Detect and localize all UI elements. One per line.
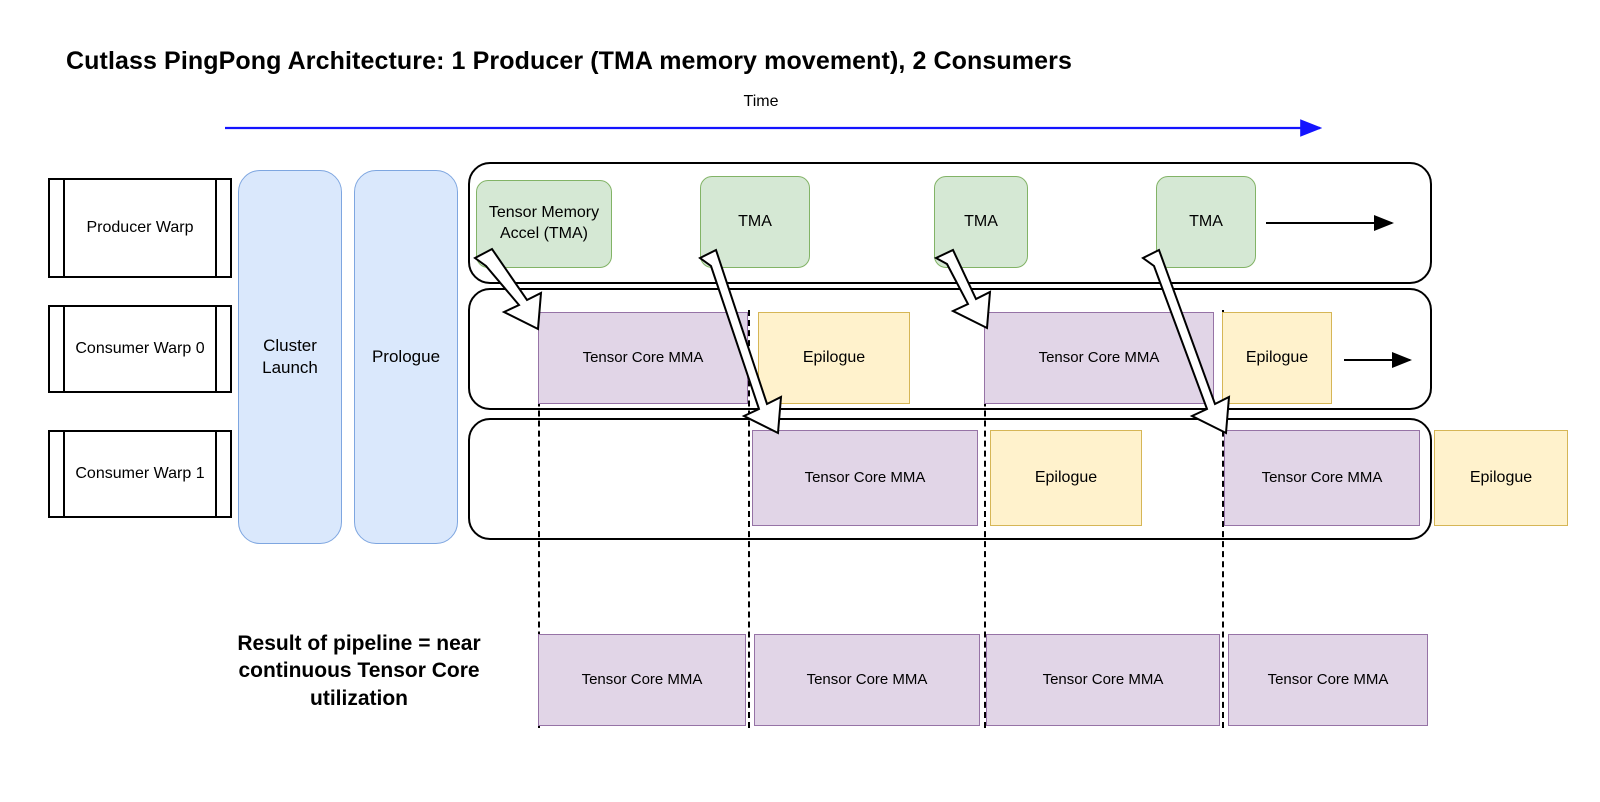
block-label: Tensor Core MMA: [1038, 349, 1160, 367]
warp-label-producer: Producer Warp: [48, 178, 232, 278]
consumer1-block-epilogue-0[interactable]: Epilogue: [990, 430, 1142, 526]
block-label: Tensor Core MMA: [1042, 671, 1164, 689]
block-label: Tensor Core MMA: [804, 469, 926, 487]
page-title: Cutlass PingPong Architecture: 1 Produce…: [66, 47, 1072, 75]
summary-block-mma-1[interactable]: Tensor Core MMA: [754, 634, 980, 726]
pipeline-guide-3: [984, 310, 986, 728]
summary-block-mma-3[interactable]: Tensor Core MMA: [1228, 634, 1428, 726]
stage-prologue[interactable]: Prologue: [354, 170, 458, 544]
pipeline-guide-2: [748, 310, 750, 728]
pipeline-result-caption: Result of pipeline = near continuous Ten…: [237, 632, 481, 710]
stage-label: Cluster Launch: [262, 335, 318, 377]
consumer1-block-mma-0[interactable]: Tensor Core MMA: [752, 430, 978, 526]
summary-block-mma-0[interactable]: Tensor Core MMA: [538, 634, 746, 726]
warp-label-text: Producer Warp: [86, 219, 194, 236]
block-label: Epilogue: [1034, 468, 1098, 486]
time-axis-arrow: [225, 119, 1323, 137]
summary-block-mma-2[interactable]: Tensor Core MMA: [986, 634, 1220, 726]
consumer1-block-epilogue-1[interactable]: Epilogue: [1434, 430, 1568, 526]
producer-block-tma-0[interactable]: Tensor Memory Accel (TMA): [476, 180, 612, 268]
consumer0-block-mma-0[interactable]: Tensor Core MMA: [538, 312, 748, 404]
consumer1-block-mma-1[interactable]: Tensor Core MMA: [1224, 430, 1420, 526]
producer-block-tma-1[interactable]: TMA: [700, 176, 810, 268]
block-label: Tensor Core MMA: [581, 671, 703, 689]
pipeline-guide-4: [1222, 310, 1224, 728]
block-label: Tensor Core MMA: [806, 671, 928, 689]
stage-cluster-launch[interactable]: Cluster Launch: [238, 170, 342, 544]
warp-label-text: Consumer Warp 0: [75, 340, 205, 357]
stage-label: Prologue: [371, 346, 441, 366]
block-label: Tensor Core MMA: [1267, 671, 1389, 689]
block-label: Tensor Core MMA: [1261, 469, 1383, 487]
pipeline-guide-1: [538, 310, 540, 728]
block-label: TMA: [964, 212, 998, 230]
block-label: TMA: [738, 212, 772, 230]
warp-label-text: Consumer Warp 1: [75, 465, 205, 482]
block-label: Tensor Memory Accel (TMA): [488, 204, 600, 242]
producer-block-tma-3[interactable]: TMA: [1156, 176, 1256, 268]
block-label: TMA: [1189, 212, 1223, 230]
consumer0-block-epilogue-1[interactable]: Epilogue: [1222, 312, 1332, 404]
block-label: Tensor Core MMA: [582, 349, 704, 367]
consumer0-lane-continuation-arrow: [1344, 352, 1412, 368]
time-axis-label: Time: [743, 93, 779, 110]
block-label: Epilogue: [1245, 348, 1309, 366]
warp-label-consumer-1: Consumer Warp 1: [48, 430, 232, 518]
producer-lane-continuation-arrow: [1266, 215, 1394, 231]
consumer0-block-epilogue-0[interactable]: Epilogue: [758, 312, 910, 404]
block-label: Epilogue: [1469, 468, 1533, 486]
block-label: Epilogue: [802, 348, 866, 366]
warp-label-consumer-0: Consumer Warp 0: [48, 305, 232, 393]
